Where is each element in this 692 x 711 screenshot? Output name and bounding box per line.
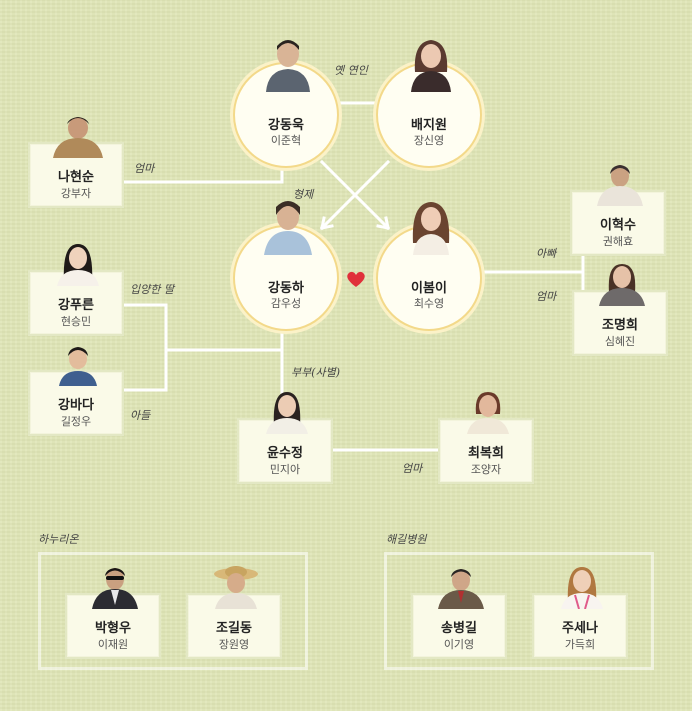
portrait-icon bbox=[461, 390, 515, 434]
portrait-icon bbox=[258, 34, 318, 92]
character-name: 송병길 bbox=[441, 621, 477, 636]
heart-icon bbox=[347, 271, 365, 287]
character-card-kang-bada: 강바다 길정우 bbox=[28, 347, 124, 436]
character-name: 박형우 bbox=[95, 621, 131, 636]
portrait-icon bbox=[51, 242, 105, 286]
actor-name: 감우성 bbox=[270, 297, 302, 310]
actor-name: 장원영 bbox=[218, 638, 250, 651]
character-card-yoon-soojung: 윤수정 민지아 bbox=[237, 392, 333, 484]
character-name: 이혁수 bbox=[600, 218, 636, 233]
portrait-icon bbox=[258, 197, 318, 255]
character-card-joo-sena: 주세나 가득희 bbox=[532, 567, 628, 659]
character-name: 강동욱 bbox=[268, 118, 304, 133]
actor-name: 길정우 bbox=[60, 415, 92, 428]
relation-label-father: 아빠 bbox=[536, 247, 557, 260]
relation-label-adopted-daughter: 입양한 딸 bbox=[130, 283, 174, 296]
actor-name: 조양자 bbox=[470, 463, 502, 476]
cross-line-2 bbox=[319, 159, 391, 231]
portrait-icon bbox=[434, 565, 488, 609]
portrait-icon bbox=[260, 390, 314, 434]
portrait-icon bbox=[595, 262, 649, 306]
actor-name: 이재원 bbox=[97, 638, 129, 651]
line-children-bracket bbox=[122, 303, 168, 392]
character-card-lee-hyuksoo: 이혁수 권해효 bbox=[570, 165, 666, 256]
character-card-kang-dongwook: 강동욱 이준혁 bbox=[233, 40, 339, 168]
relation-label-mother: 엄마 bbox=[536, 290, 557, 303]
portrait-icon bbox=[88, 565, 142, 609]
arrow-head-2 bbox=[320, 216, 334, 230]
character-card-lee-bom: 이봄이 최수영 bbox=[376, 202, 482, 331]
actor-name: 최수영 bbox=[413, 297, 445, 310]
character-name: 강바다 bbox=[58, 398, 94, 413]
relation-label-couple: 부부(사별) bbox=[291, 366, 341, 379]
character-card-song-byunggil: 송병길 이기영 bbox=[411, 569, 507, 659]
character-card-kang-dongha: 강동하 감우성 bbox=[233, 201, 339, 331]
character-card-na-hyunsoon: 나현순 강부자 bbox=[28, 117, 124, 208]
actor-name: 심혜진 bbox=[604, 335, 636, 348]
character-card-choi-bokhee: 최복희 조양자 bbox=[438, 392, 534, 484]
character-name: 나현순 bbox=[58, 170, 94, 185]
character-name: 이봄이 bbox=[411, 281, 447, 296]
actor-name: 민지아 bbox=[269, 463, 301, 476]
portrait-icon bbox=[401, 197, 461, 255]
character-card-kang-pureun: 강푸른 현승민 bbox=[28, 244, 124, 336]
relation-label-ex-lover: 옛 연인 bbox=[334, 64, 368, 77]
relation-label-son: 아들 bbox=[130, 409, 151, 422]
character-name: 최복희 bbox=[468, 446, 504, 461]
character-card-park-hyungwoo: 박형우 이재원 bbox=[65, 568, 161, 659]
character-name: 주세나 bbox=[562, 621, 598, 636]
relation-label-mother: 엄마 bbox=[134, 162, 155, 175]
relation-label-brothers: 형제 bbox=[293, 188, 314, 201]
character-card-bae-jiwon: 배지원 장신영 bbox=[376, 40, 482, 168]
line-mother-nahyunsoon bbox=[122, 160, 284, 184]
character-name: 강푸른 bbox=[58, 298, 94, 313]
character-name: 배지원 bbox=[411, 118, 447, 133]
actor-name: 이기영 bbox=[443, 638, 475, 651]
portrait-icon bbox=[51, 114, 105, 158]
actor-name: 장신영 bbox=[413, 134, 445, 147]
actor-name: 이준혁 bbox=[270, 134, 302, 147]
relation-label-mother: 엄마 bbox=[402, 462, 423, 475]
portrait-icon bbox=[401, 34, 461, 92]
actor-name: 가득희 bbox=[564, 638, 596, 651]
character-name: 조길동 bbox=[216, 621, 252, 636]
portrait-icon bbox=[51, 342, 105, 386]
group-frame-hospital bbox=[384, 552, 654, 670]
group-frame-hanurion bbox=[38, 552, 308, 670]
arrow-head-1 bbox=[376, 216, 390, 230]
actor-name: 권해효 bbox=[602, 235, 634, 248]
character-name: 조명희 bbox=[602, 318, 638, 333]
actor-name: 강부자 bbox=[60, 187, 92, 200]
portrait-icon bbox=[209, 565, 263, 609]
group-label-hanurion: 하누리온 bbox=[38, 533, 79, 546]
portrait-icon bbox=[593, 162, 647, 206]
character-name: 강동하 bbox=[268, 281, 304, 296]
character-card-jo-gildong: 조길동 장원영 bbox=[186, 566, 282, 659]
character-card-jo-myunghee: 조명희 심혜진 bbox=[572, 264, 668, 356]
character-name: 윤수정 bbox=[267, 446, 303, 461]
portrait-icon bbox=[555, 565, 609, 609]
group-label-hospital: 해길병원 bbox=[386, 533, 427, 546]
actor-name: 현승민 bbox=[60, 315, 92, 328]
